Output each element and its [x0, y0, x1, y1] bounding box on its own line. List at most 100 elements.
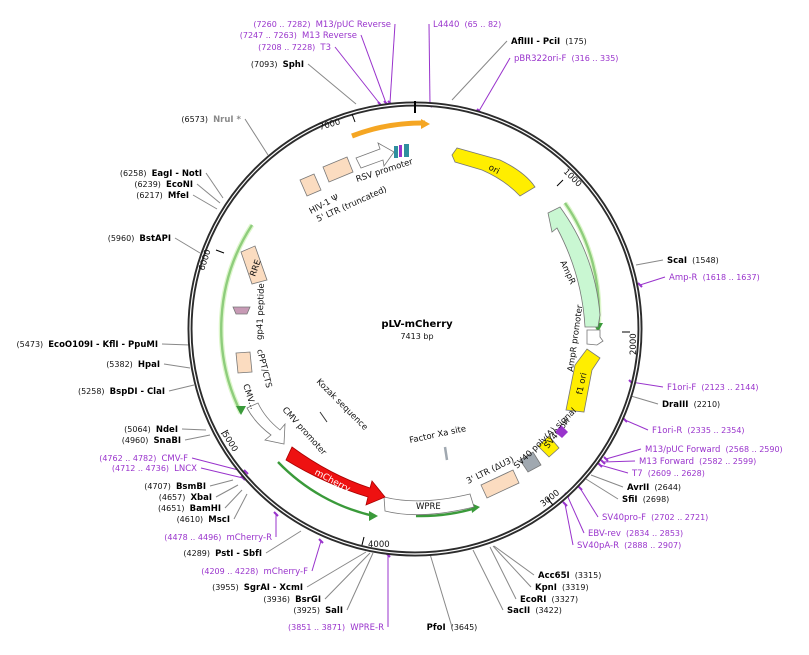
primer-leader-8 [605, 448, 642, 460]
primer-label-13: SV40pA-R (2888 .. 2907) [577, 533, 681, 552]
primer-leader-4 [478, 57, 511, 112]
enzyme-leader-26 [590, 474, 624, 488]
enzyme-leader-22 [489, 546, 517, 600]
enzyme-leader-27 [630, 395, 659, 405]
primer-site-18 [243, 469, 249, 475]
primer-label-2: (7208 .. 7228) T3 [258, 35, 331, 54]
enzyme-leader-8 [163, 363, 191, 369]
kozak-feature [319, 411, 328, 423]
wpre-feature [383, 493, 475, 516]
primer-leader-7 [624, 419, 649, 431]
factor-xa-feature [443, 446, 449, 461]
primer-label-0: (7260 .. 7282) M13/pUC Reverse [253, 12, 391, 31]
primer-site-8 [603, 456, 609, 462]
kozak-label: Kozak sequence [314, 377, 370, 433]
sv40-polya-label: SV40 poly(A) signal [512, 406, 579, 471]
primer-labels: (7260 .. 7282) M13/pUC Reverse(7247 .. 7… [99, 12, 783, 634]
ltr5-feature [322, 156, 354, 183]
enzyme-label-27: DraIII (2210) [662, 392, 720, 411]
tick-label-4000: 4000 [368, 540, 390, 550]
hiv-psi-feature [299, 173, 322, 197]
orange-feature-head [421, 119, 430, 129]
primer-leader-13 [564, 503, 574, 546]
enzyme-leader-25 [585, 478, 619, 500]
enzyme-leader-9 [168, 384, 195, 392]
orange-feature-top [351, 120, 426, 139]
primer-site-5 [637, 282, 643, 288]
primer-leader-2 [334, 46, 381, 105]
direction-arcs-glow [218, 201, 602, 415]
enzyme-label-14: (4651) BamHI [158, 496, 221, 515]
enzyme-label-25: SfiI (2698) [622, 487, 669, 506]
purple-feature-1 [399, 145, 402, 157]
enzyme-leader-6 [174, 237, 201, 254]
enzyme-label-9: (5258) BspDI - ClaI [78, 379, 165, 398]
enzyme-leader-19 [346, 552, 374, 611]
primer-leader-15 [311, 540, 322, 572]
enzyme-leader-18 [324, 552, 371, 600]
ltr3-feature [480, 469, 520, 499]
primer-leader-0 [389, 23, 396, 104]
enzyme-leader-15 [233, 493, 248, 520]
wpre-label: WPRE [416, 502, 441, 512]
tick-marks [215, 113, 630, 546]
enzyme-leader-17 [306, 551, 367, 588]
primer-label-11: SV40pro-F (2702 .. 2721) [602, 505, 708, 524]
primer-label-1: (7247 .. 7263) M13 Reverse [240, 23, 357, 42]
primer-label-6: F1ori-F (2123 .. 2144) [667, 375, 759, 394]
enzyme-label-21: SacII (3422) [507, 598, 562, 617]
small-purple-feature [555, 425, 568, 438]
enzyme-label-4: (6239) EcoNI [134, 172, 193, 191]
mcherry-feature [285, 446, 386, 506]
primer-label-17: (4712 .. 4736) LNCX [112, 456, 197, 475]
primer-site-15 [318, 538, 324, 544]
primer-leader-11 [579, 487, 599, 518]
primer-label-18: (4762 .. 4782) CMV-F [99, 446, 188, 465]
primer-label-14: (3851 .. 3871) WPRE-R [288, 615, 384, 634]
primer-leader-12 [566, 494, 585, 534]
primer-label-12: EBV-rev (2834 .. 2853) [588, 521, 683, 540]
enzyme-label-26: AvrII (2644) [627, 475, 681, 494]
enzyme-label-19: (3925) SalI [293, 598, 343, 617]
gp41-label: gp41 peptide [255, 283, 267, 340]
primer-label-16: (4478 .. 4496) mCherry-R [164, 525, 272, 544]
enzyme-leader-16 [265, 530, 302, 554]
enzyme-label-12: (4707) BsmBI [144, 474, 206, 493]
teal-feature-1 [394, 146, 398, 158]
primer-leader-9 [602, 460, 636, 463]
direction-arrowhead-left [236, 406, 246, 415]
cmv-promoter-feature [246, 402, 286, 445]
enzyme-leader-10 [181, 428, 207, 431]
primer-leader-10 [599, 464, 629, 474]
enzyme-leader-1 [307, 63, 357, 105]
tick-label-1000: 1000 [561, 167, 583, 189]
enzyme-label-23: KpnI (3319) [535, 575, 589, 594]
primer-site-13 [562, 501, 568, 507]
plasmid-length: 7413 bp [400, 332, 433, 341]
enzyme-labels: AflIII - PciI (175)(7093) SphI(6573) Nru… [17, 37, 721, 633]
enzyme-label-24: Acc65I (3315) [538, 563, 601, 582]
primer-label-7: F1ori-R (2335 .. 2354) [652, 418, 745, 437]
enzyme-label-6: (5960) BstAPI [108, 226, 171, 245]
primer-label-15: (4209 .. 4228) mCherry-F [201, 559, 308, 578]
enzyme-label-28: ScaI (1548) [667, 248, 719, 267]
enzyme-label-3: (6258) EagI - NotI [120, 161, 202, 180]
enzyme-label-5: (6217) MfeI [136, 183, 189, 202]
primer-leader-5 [639, 276, 666, 286]
enzyme-leader-3 [205, 172, 224, 199]
enzyme-leader-2 [244, 118, 269, 156]
primer-label-10: T7 (2609 .. 2628) [631, 461, 705, 480]
primer-label-8: M13/pUC Forward (2568 .. 2590) [645, 437, 783, 456]
enzyme-label-16: (4289) PstI - SbfI [183, 541, 262, 560]
enzyme-leader-14 [224, 489, 243, 509]
enzyme-label-7: (5473) EcoO109I - KflI - PpuMI [17, 332, 158, 351]
f1-ori-label: f1 ori [575, 372, 589, 396]
tick-label-6000: 6000 [197, 248, 213, 272]
enzyme-leader-0 [451, 40, 508, 101]
primer-leader-3 [428, 23, 431, 106]
enzyme-leader-7 [161, 343, 191, 346]
teal-feature-2 [404, 144, 409, 157]
enzyme-label-8: (5382) HpaI [106, 352, 160, 371]
enzyme-leader-21 [472, 549, 504, 611]
